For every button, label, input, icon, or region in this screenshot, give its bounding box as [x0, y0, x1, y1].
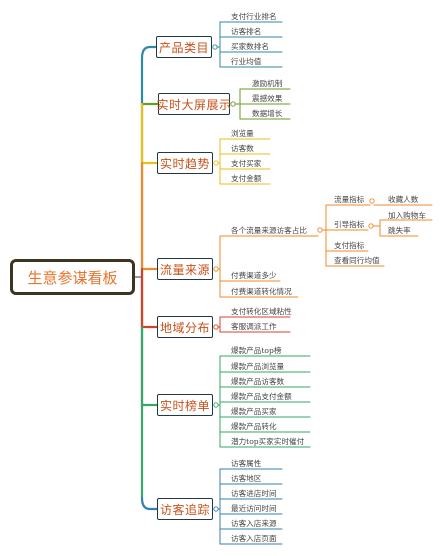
leaf-text: 访客地区: [231, 474, 262, 483]
leaf-text: 支付买家: [231, 159, 262, 168]
leaf-text: 访客进店时间: [231, 489, 277, 498]
leaf-text: 访客属性: [231, 459, 262, 468]
branch-line: [140, 496, 159, 511]
category-realtime-trend[interactable]: 实时趋势: [157, 152, 213, 174]
leaf-text: 买家数排名: [231, 42, 269, 51]
leaf-text: 访客排名: [231, 27, 262, 36]
category-product[interactable]: 产品类目: [156, 36, 212, 58]
leaf-text: 跳失率: [388, 226, 411, 235]
leaf-text: 付费渠道转化情况: [231, 287, 292, 296]
leaf-text: 查看同行均值: [334, 256, 380, 265]
category-traffic-source[interactable]: 流量来源: [157, 258, 213, 280]
category-region[interactable]: 地域分布: [157, 316, 213, 338]
leaf-text: 行业均值: [231, 57, 262, 66]
leaf-text: 收藏人数: [388, 195, 419, 204]
leaf-text: 爆款产品访客数: [231, 377, 285, 386]
leaf-text: 爆款产品top榜: [231, 346, 282, 355]
leaf-text: 支付行业排名: [231, 12, 277, 21]
leaf-text: 最近访问时间: [231, 504, 277, 513]
root-node[interactable]: 生意参谋看板: [10, 259, 135, 295]
leaf-text: 激励机制: [252, 79, 283, 88]
category-realtime-ranking[interactable]: 实时榜单: [157, 394, 213, 416]
leaf-text: 加入购物车: [388, 211, 426, 220]
leaf-text: 爆款产品浏览量: [231, 362, 285, 371]
leaf-text: 访客入店来源: [231, 519, 277, 528]
leaf-text: 流量指标: [334, 195, 365, 204]
leaf-text: 震撼效果: [252, 94, 283, 103]
leaf-text: 支付金额: [231, 174, 262, 183]
leaf-text: 爆款产品买家: [231, 407, 277, 416]
leaf-text: 潜力top买家实时催付: [231, 437, 305, 446]
leaf-text: 客服调派工作: [231, 322, 277, 331]
leaf-text: 访客入店页面: [231, 534, 277, 543]
leaf-text: 爆款产品转化: [231, 422, 277, 431]
leaf-text: 各个流量来源访客占比: [231, 226, 307, 235]
leaf-text: 爆款产品支付金额: [231, 392, 292, 401]
leaf-text: 访客数: [231, 144, 254, 153]
category-realtime-screen[interactable]: 实时大屏展示: [157, 93, 231, 115]
category-visitor-tracking[interactable]: 访客追踪: [157, 498, 213, 520]
leaf-text: 引导指标: [334, 220, 365, 229]
leaf-text: 支付转化区域粘性: [231, 307, 292, 316]
leaf-text: 数据增长: [252, 109, 283, 118]
leaf-text: 支付指标: [334, 241, 365, 250]
leaf-text: 浏览量: [231, 129, 254, 138]
junction-dot: [369, 198, 375, 204]
leaf-text: 付费渠道多少: [231, 271, 277, 280]
branch-line: [140, 45, 158, 60]
